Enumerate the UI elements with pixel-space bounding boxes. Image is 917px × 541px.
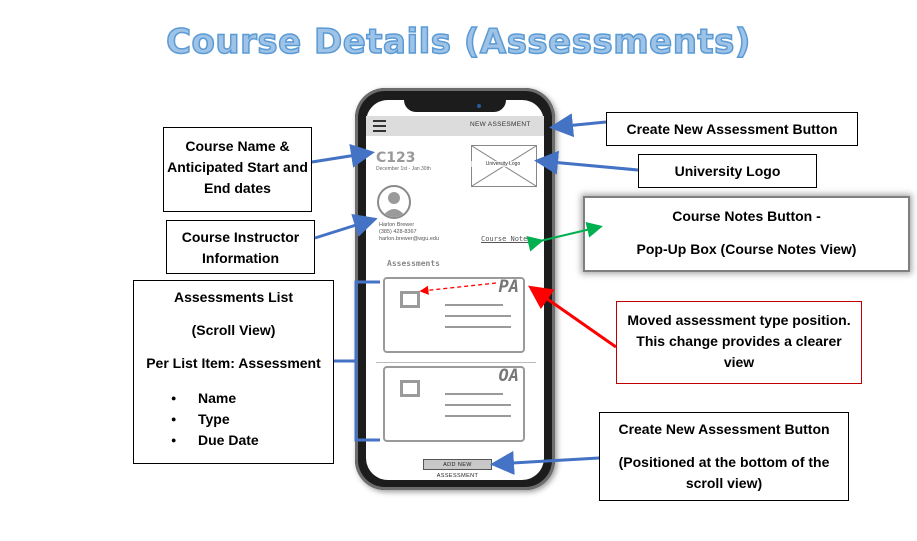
text-line (445, 393, 503, 395)
page-title: Course Details (Assessments) (165, 21, 751, 63)
field-due-date: Due Date (134, 430, 333, 451)
course-code: C123 (376, 150, 416, 166)
create-bottom-line1: Create New Assessment Button (618, 421, 830, 437)
arrow-course-name (311, 143, 375, 168)
create-bottom-line2: (Positioned at the bottom of the scroll … (618, 454, 830, 491)
image-placeholder-icon (400, 380, 420, 397)
instructor-phone: (385) 428-8367 (379, 229, 417, 235)
course-notes-callout: Course Notes Button - Pop-Up Box (Course… (583, 196, 910, 272)
camera-icon (477, 104, 481, 108)
assessment-card-oa[interactable]: OA (383, 366, 525, 442)
assessment-card-pa[interactable]: PA (383, 277, 525, 353)
arrow-dashed-type (419, 282, 497, 295)
moved-type-text: Moved assessment type position. This cha… (627, 312, 851, 370)
assessment-type: PA (498, 277, 519, 297)
course-dates: December 1st - Jan 30th (376, 166, 431, 172)
logo-label: University Logo (471, 161, 535, 167)
arrow-moved (528, 285, 617, 349)
text-line (445, 315, 511, 317)
course-notes-button[interactable]: Course Notes (481, 235, 532, 243)
avatar (377, 185, 411, 219)
course-name-callout: Course Name & Anticipated Start and End … (163, 127, 312, 212)
bracket-assessments-list (334, 280, 380, 442)
text-line (445, 304, 503, 306)
field-type: Type (134, 409, 333, 430)
hamburger-menu-icon[interactable] (373, 120, 386, 132)
arrow-logo (534, 150, 639, 175)
university-logo-callout: University Logo (638, 154, 817, 188)
field-name: Name (134, 388, 333, 409)
new-assessment-button[interactable]: NEW ASSESMENT (470, 121, 531, 128)
course-notes-callout-line2: Pop-Up Box (Course Notes View) (636, 241, 857, 257)
arrow-notes (526, 221, 603, 252)
text-line (445, 415, 511, 417)
instructor-name: Harlon Brewer (379, 222, 415, 228)
app-top-bar (366, 116, 544, 136)
image-placeholder-icon (400, 291, 420, 308)
arrow-instructor (314, 213, 378, 240)
assessments-list-per-item: Per List Item: Assessment (146, 355, 321, 371)
create-assessment-bottom-callout: Create New Assessment Button (Positioned… (599, 412, 849, 501)
arrow-create-top (549, 113, 607, 138)
assessment-fields-list: Name Type Due Date (134, 388, 333, 451)
moved-type-callout: Moved assessment type position. This cha… (616, 301, 862, 384)
assessment-type: OA (498, 366, 519, 386)
text-line (445, 404, 511, 406)
course-notes-callout-line1: Course Notes Button - (672, 208, 821, 224)
phone-notch (404, 96, 506, 112)
assessments-list-callout: Assessments List (Scroll View) Per List … (133, 280, 334, 464)
create-assessment-callout: Create New Assessment Button (606, 112, 858, 146)
assessments-heading: Assessments (387, 259, 440, 268)
arrow-create-bottom (490, 450, 600, 475)
instructor-email: harlon.brewer@wgu.edu (379, 236, 440, 242)
assessments-list-subtitle: (Scroll View) (191, 322, 276, 338)
list-divider (376, 362, 536, 363)
assessments-list-title: Assessments List (173, 289, 294, 305)
instructor-info: Harlon Brewer (385) 428-8367 harlon.brew… (379, 222, 439, 243)
text-line (445, 326, 511, 328)
instructor-callout: Course Instructor Information (166, 220, 315, 274)
user-icon (382, 192, 406, 217)
